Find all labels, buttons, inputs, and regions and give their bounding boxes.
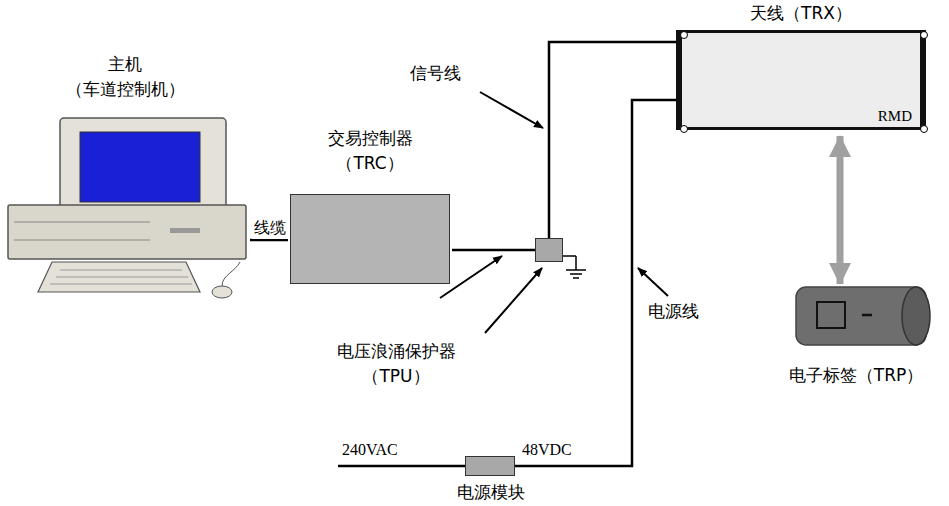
cable-line xyxy=(452,249,535,252)
power-line-label: 电源线 xyxy=(648,300,699,322)
node-label: 天线（TRX） xyxy=(676,0,926,26)
ground-symbol xyxy=(563,256,586,278)
leader-arrows xyxy=(440,92,668,333)
wireless-link xyxy=(837,136,844,284)
corner-bolt xyxy=(920,31,928,39)
cable-line xyxy=(250,239,288,242)
part-label: RMD xyxy=(878,106,912,126)
power-module: 电源模块 xyxy=(465,456,515,476)
voltage-label: 240VAC xyxy=(342,440,398,461)
node-label: 电压浪涌保护器 （TPU） xyxy=(321,339,471,388)
node-label: 电子标签（TRP） xyxy=(770,363,942,388)
shape-outline xyxy=(290,194,450,284)
surge-protector: 电压浪涌保护器 （TPU） xyxy=(535,238,563,262)
ac-input-wire xyxy=(338,465,465,468)
voltage-label: 48VDC xyxy=(522,440,572,461)
transaction-controller: 交易控制器 （TRC） xyxy=(288,126,452,286)
antenna: 天线（TRX） RMD xyxy=(676,0,926,132)
node-label: 交易控制器 （TRC） xyxy=(310,126,430,175)
corner-bolt xyxy=(920,125,928,133)
computer-illustration xyxy=(8,118,246,298)
node-label: 电源模块 xyxy=(431,479,551,505)
corner-bolt xyxy=(680,31,688,39)
node-label: 主机 （车道控制机） xyxy=(60,52,190,101)
cable-line xyxy=(515,100,676,466)
host-computer: 主机 （车道控制机） xyxy=(0,52,250,302)
edge-label: 线缆 xyxy=(252,218,288,239)
signal-line-label: 信号线 xyxy=(410,62,461,84)
cable-line xyxy=(549,42,676,238)
corner-bolt xyxy=(680,125,688,133)
electronic-tag: 电子标签（TRP） xyxy=(770,282,942,388)
tag-illustration xyxy=(796,287,930,345)
